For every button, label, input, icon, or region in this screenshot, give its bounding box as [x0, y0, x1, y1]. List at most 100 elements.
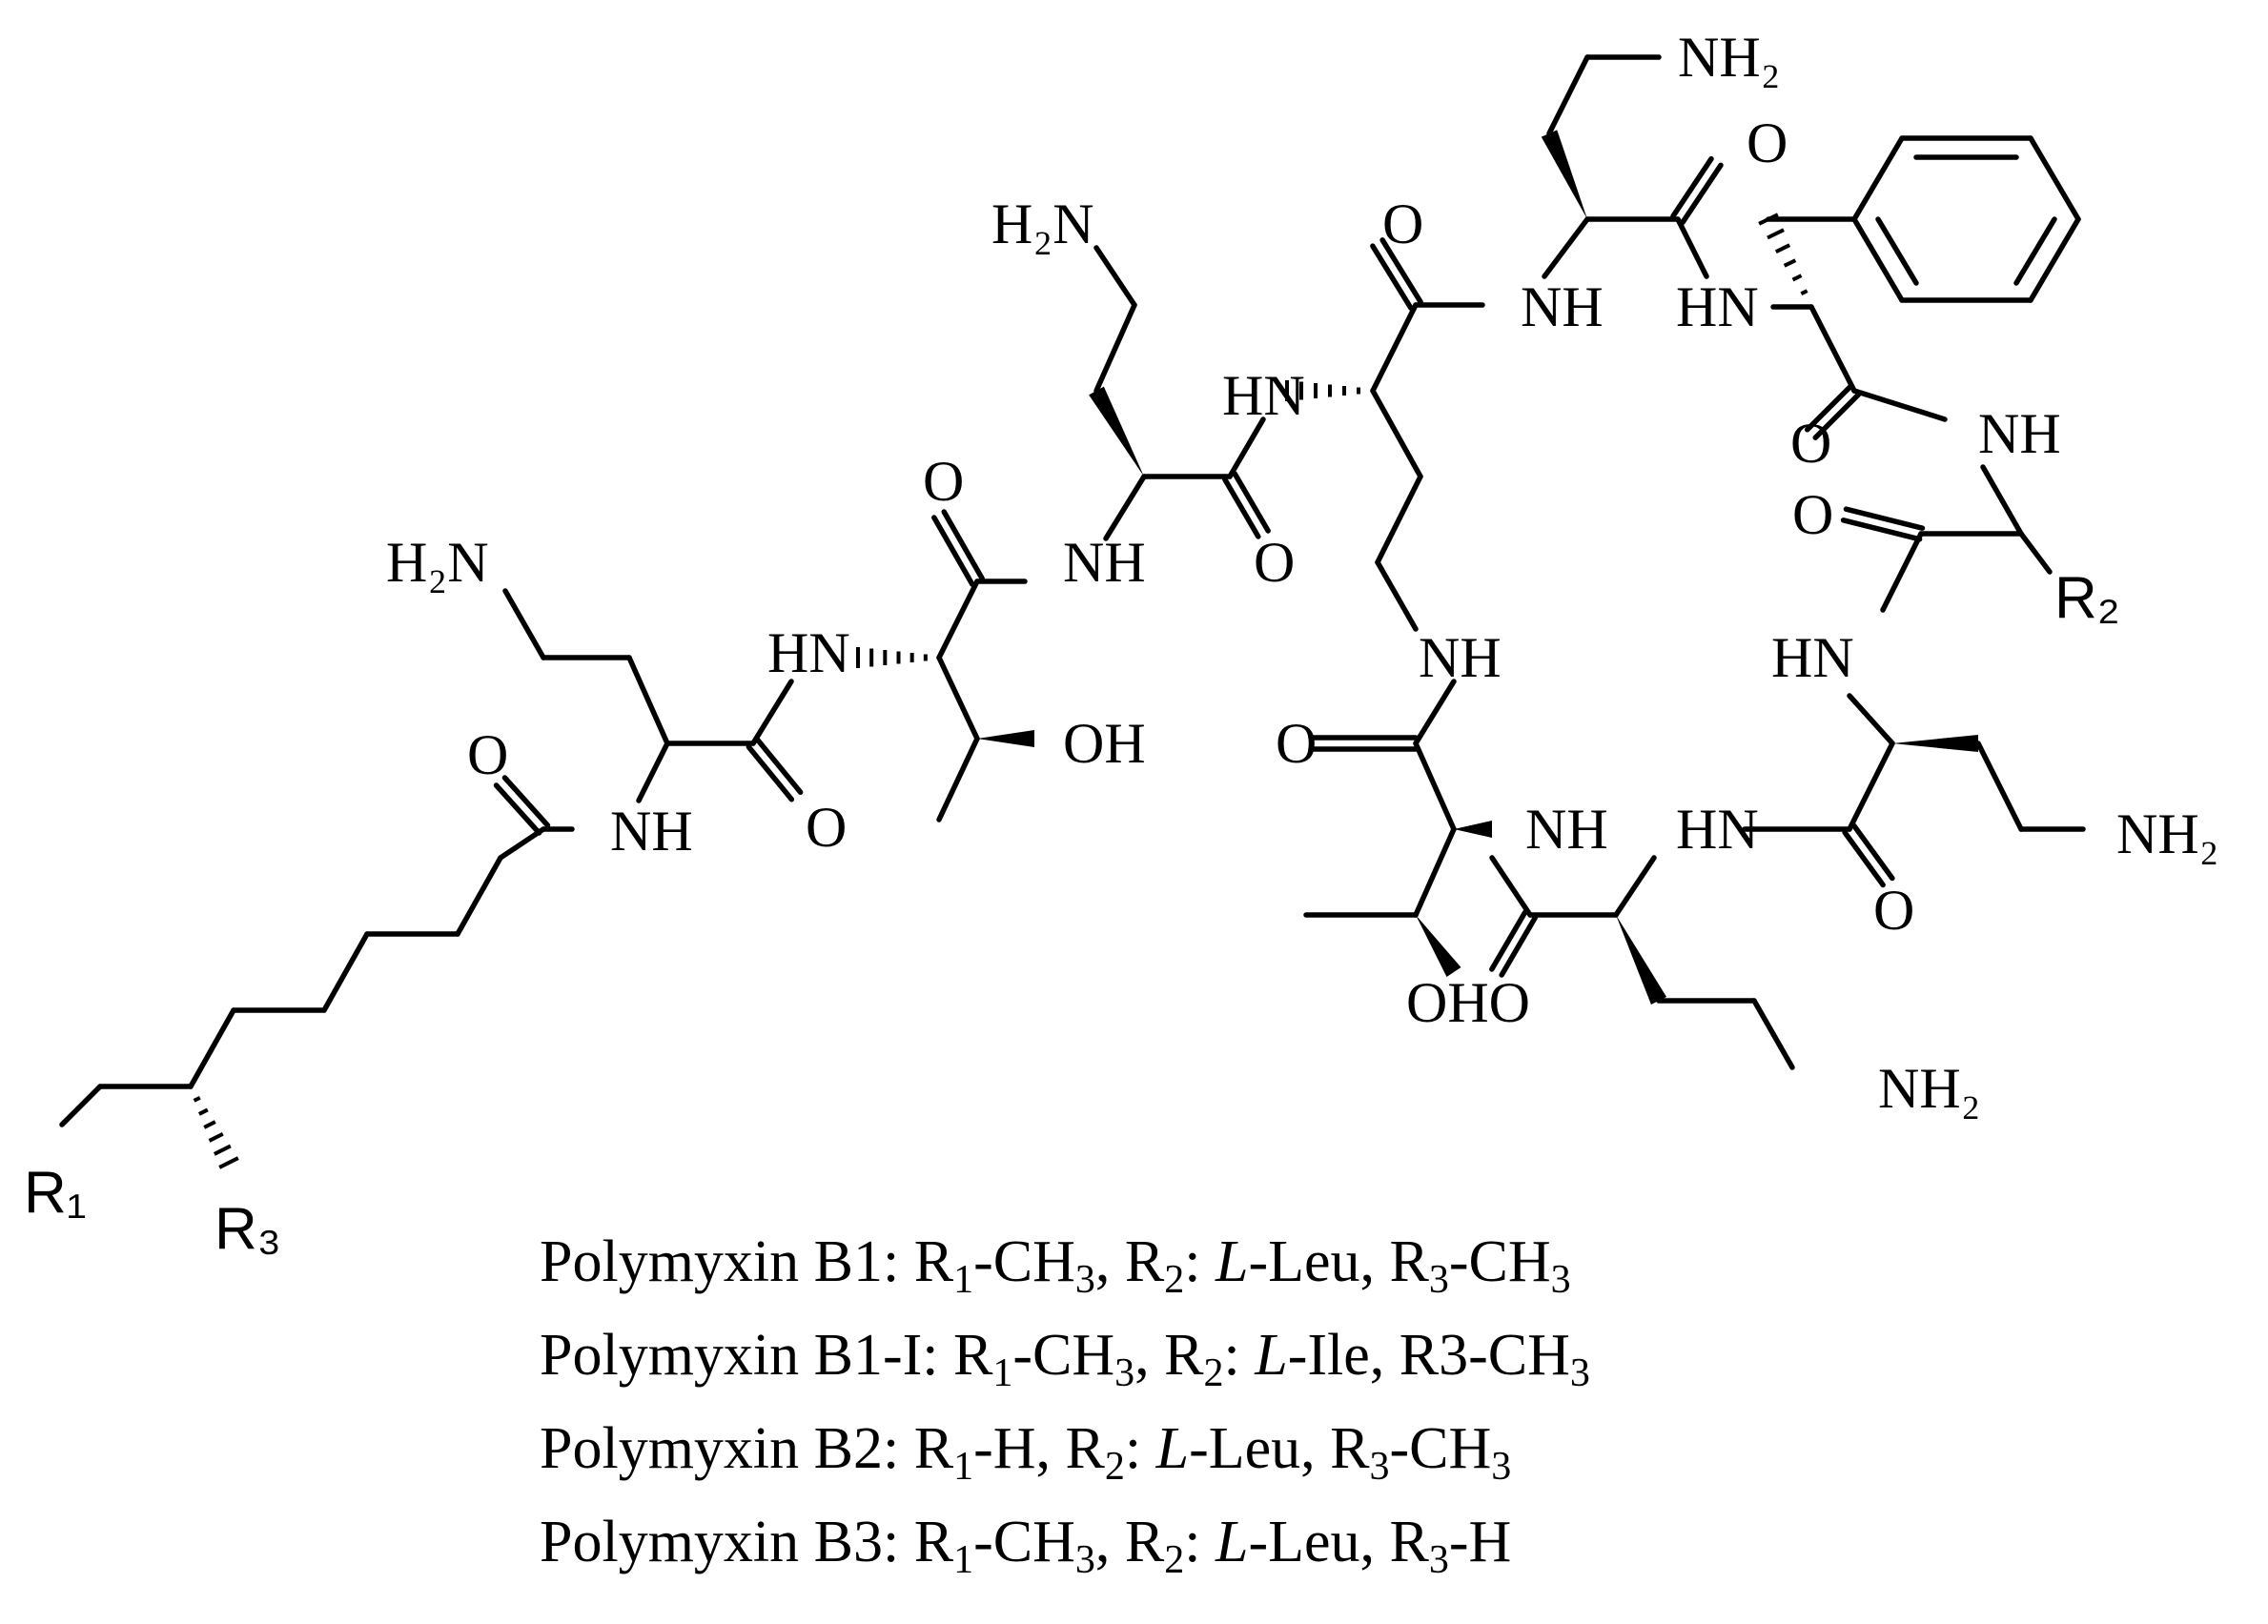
carbonyl-o-label-ring-left: O [1276, 712, 1317, 775]
chain-bond [321, 931, 370, 1013]
carbonyl-bond-dab-right [1842, 829, 1886, 888]
legend-text-part: L [1255, 1323, 1288, 1388]
carbonyl-o-label-phe: O [1790, 412, 1831, 475]
legend-text-part: -Leu, R [1248, 1510, 1429, 1574]
amine-label-dab-right: NH₂ [2116, 802, 2219, 865]
ring-sidechain-bond [1375, 474, 1423, 565]
carbonyl-o-label-ring-top: O [1382, 193, 1423, 255]
legend-text-part: -CH [1012, 1323, 1115, 1388]
legend-text-part: 2 [1203, 1351, 1224, 1395]
legend-text-part: Polymyxin B2: R [540, 1416, 954, 1481]
carbonyl-o-label-fatty: O [467, 723, 508, 786]
stereo-wedge-dab-top [1541, 130, 1587, 219]
r3-label: R₃ [215, 1197, 281, 1263]
legend-line: Polymyxin B1-I: R1-CH 3 , R2: L-Ile, R3-CH… [540, 1309, 1590, 1402]
backbone-bond [1413, 826, 1457, 918]
sidechain-bond [626, 655, 670, 746]
sidechain-bond [1751, 998, 1795, 1070]
stereo-wedge-oh2 [1416, 915, 1461, 977]
backbone-bond [1489, 855, 1533, 918]
legend-text-part: 3 [1369, 1445, 1390, 1489]
aromatic-bond [2028, 135, 2081, 222]
legend-text-part: -H [1448, 1510, 1512, 1574]
carbonyl-bond-dab-top [1670, 155, 1714, 219]
backbone-bond [1847, 741, 1895, 832]
backbone-bond [1675, 216, 1709, 279]
legend-text-part: -CH [1448, 1229, 1551, 1294]
carbonyl-bond-dab2 [1222, 477, 1261, 539]
legend-text-part: 2 [1164, 1258, 1185, 1302]
legend-text-part: 3 [1428, 1538, 1449, 1582]
backbone-bond [1880, 531, 1924, 613]
backbone-bond [1370, 302, 1419, 394]
legend-text-part: : [1223, 1323, 1256, 1388]
legend-text-part: , R [1094, 1229, 1165, 1294]
legend-text-part: 3 [1569, 1351, 1590, 1395]
legend-text-part: Polymyxin B1: R [540, 1229, 954, 1294]
legend-text-part: 1 [953, 1445, 974, 1489]
benzyl-bond [1851, 135, 1905, 222]
carbonyl-bond-dab-top [1680, 162, 1724, 226]
legend-text-part: L [1155, 1416, 1190, 1481]
carbonyl-bond-leu [1843, 506, 1926, 531]
carbonyl-o-label-thr1: O [923, 450, 964, 513]
stereo-hashed-thr1 [856, 647, 928, 668]
stereo-wedge-oh1 [977, 730, 1034, 747]
legend-text-part: : [1124, 1416, 1156, 1481]
chain-bond [498, 826, 546, 861]
backbone-bond [1851, 388, 1948, 422]
bonds [59, 54, 2086, 1169]
carbonyl-bond-dab1 [746, 744, 795, 802]
ring-sidechain-bond [1370, 388, 1423, 479]
legend-text-part: -Leu, R [1248, 1229, 1429, 1294]
backbone-bond [1847, 693, 1895, 746]
carbonyl-bond-phe [1812, 392, 1861, 440]
legend-text-part: 3 [1074, 1538, 1095, 1582]
legend-text-part: 1 [992, 1351, 1013, 1395]
carbonyl-o-label-dab2: O [1254, 531, 1295, 594]
carbonyl-bond-dab1 [754, 737, 804, 795]
amide-nh-label-ring-right: NH [1978, 402, 2061, 465]
legend-line: Polymyxin B2: R1-H, R2: L-Leu, R3-CH3 [540, 1402, 1590, 1495]
carbonyl-bond-thr1 [941, 509, 985, 581]
ring-sidechain-bond [1375, 559, 1419, 632]
stereo-hashed-phe [1758, 213, 1808, 296]
carbonyl-o-label-dab-top: O [1747, 112, 1788, 174]
amide-nh-label-ring-bottom: NH [1525, 798, 1608, 861]
atom-labels: H₂N NH O O HN OH O NH H₂N O HN O NH NH₂ … [24, 26, 2219, 1263]
stereo-wedge-dab-bottom [1616, 915, 1667, 1005]
carbonyl-bond-leu [1840, 518, 1923, 542]
aromatic-bond [1851, 216, 1905, 303]
chain-bond [59, 1084, 103, 1127]
amide-hn-label-ring-bottom: HN [1676, 798, 1759, 861]
legend-text-part: -Ile, R3-CH [1287, 1323, 1570, 1388]
legend-text-part: 3 [1428, 1258, 1449, 1302]
legend-line: Polymyxin B1: R1-CH3, R2: L-Leu, R3-CH3 [540, 1215, 1590, 1309]
amide-hn-label-phe: HN [1676, 275, 1759, 338]
carbonyl-bond-fatty [493, 782, 542, 836]
legend-text-part: -Leu, R [1189, 1416, 1370, 1481]
legend-text-part: Polymyxin B1-I: R [540, 1323, 993, 1388]
sidechain-bond [1975, 741, 2024, 832]
backbone-bond [936, 655, 980, 741]
legend-text-part: -CH [973, 1510, 1075, 1574]
carbonyl-bond-thr2 [1499, 915, 1538, 978]
legend-text-part: 3 [1491, 1445, 1512, 1489]
legend-text-part: 1 [953, 1538, 974, 1582]
legend-text-part: , R [1094, 1510, 1165, 1574]
legend-text-part: , R [1134, 1323, 1204, 1388]
stereo-wedge-thr2 [1454, 821, 1492, 838]
stereo-wedge-dab2 [1089, 386, 1144, 477]
hydroxyl-label-thr1: OH [1063, 712, 1146, 775]
backbone-bond [936, 579, 980, 660]
legend-text-part: Polymyxin B3: R [540, 1510, 954, 1574]
legend-text-part: : [1184, 1229, 1216, 1294]
r2-label: R₂ [2054, 566, 2120, 632]
legend-text-part: 3 [1550, 1258, 1571, 1302]
legend-text-part: : [1184, 1510, 1216, 1574]
carbonyl-bond-ring-top [1379, 237, 1423, 305]
backbone-bond [1542, 216, 1590, 279]
backbone-bond [750, 679, 794, 746]
amide-hn-label-thr1: HN [767, 621, 850, 684]
